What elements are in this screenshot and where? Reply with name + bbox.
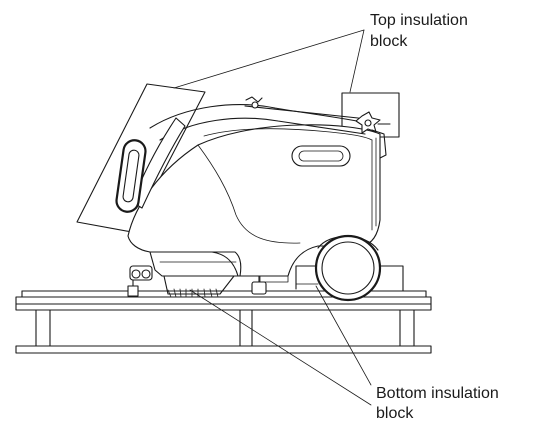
housing-panel-line	[197, 144, 301, 244]
grip-arm	[131, 117, 186, 209]
upper-hood-outer	[149, 104, 373, 129]
rear-caster-hub-2	[141, 269, 151, 279]
star-knob	[355, 111, 391, 134]
mid-caster	[251, 281, 267, 295]
platform-bottom-board	[15, 345, 432, 354]
rear-caster-wheel	[127, 285, 139, 297]
leader-bottom-to-brush	[189, 289, 372, 406]
platform-leg-right	[399, 309, 415, 347]
handle-knob-small	[245, 96, 263, 103]
machine-body	[127, 96, 391, 277]
mid-plate	[259, 275, 289, 283]
grip-roller-core	[122, 149, 140, 203]
star-knob-center	[364, 119, 372, 127]
handle-knob-base	[251, 101, 259, 109]
label-bottom-insulation-line2: block	[376, 405, 414, 422]
brush-body	[163, 275, 235, 295]
rear-caster-hub	[131, 269, 141, 279]
leader-lines	[173, 29, 372, 406]
hood-seam	[203, 128, 373, 141]
left-handle-grip	[115, 117, 186, 213]
upper-hood-inner	[159, 117, 366, 141]
main-housing	[127, 124, 381, 277]
wheel-rim	[321, 241, 375, 295]
platform-leg-left	[35, 309, 51, 347]
housing-slot-inner	[298, 150, 344, 162]
platform	[15, 290, 432, 354]
label-bottom-insulation-line1: Bottom insulation	[376, 385, 499, 402]
brush-housing	[149, 251, 242, 277]
label-top-insulation-line2: block	[370, 33, 408, 50]
platform-board-2	[15, 303, 432, 311]
leader-top-to-block	[349, 29, 365, 93]
front-wheel	[314, 234, 382, 302]
housing-slot	[291, 145, 351, 167]
label-top-insulation-line1: Top insulation	[370, 12, 468, 29]
undercarriage	[127, 251, 289, 298]
leader-bottom-to-wheel-block	[315, 285, 372, 386]
leader-top-to-sheet	[173, 29, 365, 89]
rear-bracket	[371, 129, 387, 159]
platform-top-board	[15, 296, 432, 305]
brush-bristles	[167, 288, 219, 298]
